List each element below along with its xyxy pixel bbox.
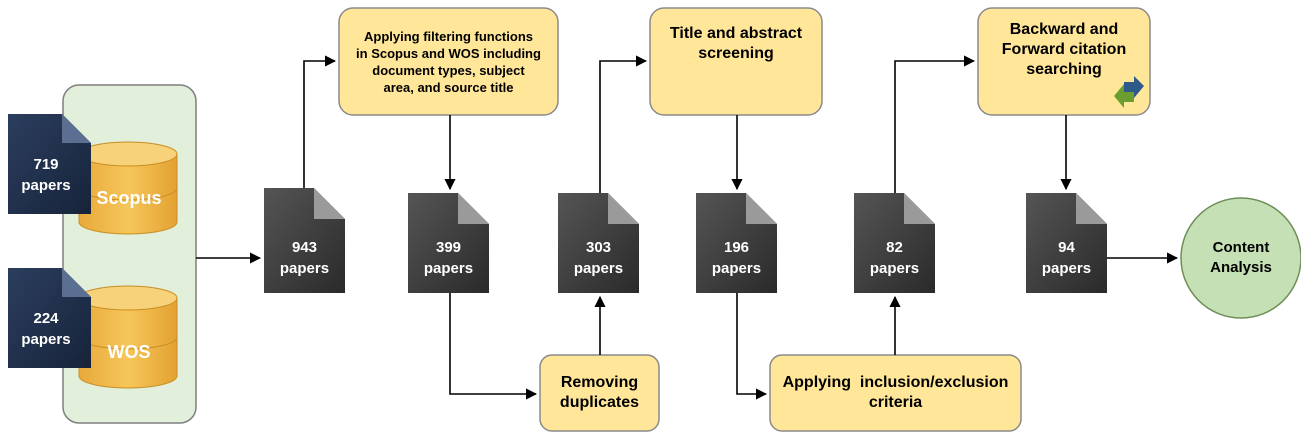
citation-search-step-label: Backward and Forward citation searching	[1001, 21, 1127, 78]
remove-duplicates-step-label: Removing duplicates	[559, 374, 640, 411]
document-icon	[8, 268, 91, 368]
arrow-196-to-inclusion	[736, 293, 768, 400]
content-analysis-circle	[1180, 197, 1301, 319]
document-icon	[8, 114, 91, 214]
wos-database-label: WOS	[107, 341, 151, 362]
database-cylinder-icon	[78, 285, 178, 389]
document-icon	[696, 193, 777, 293]
citation-search-step-box	[977, 7, 1151, 116]
arrow-303-to-screening	[599, 55, 648, 193]
arrow-82-to-citation	[894, 55, 976, 193]
content-analysis-label: Content Analysis	[1210, 239, 1272, 276]
scopus-database-label: Scopus	[96, 187, 162, 208]
document-icon	[854, 193, 935, 293]
flow-arrows	[196, 55, 1179, 400]
arrow-943-to-filtering	[303, 55, 337, 188]
document-icon	[558, 193, 639, 293]
document-icon	[408, 193, 489, 293]
title-screening-step-box	[649, 7, 823, 116]
filtering-step-label: Applying filtering functions in Scopus a…	[356, 28, 541, 95]
title-screening-step-label: Title and abstract screening	[669, 25, 803, 62]
document-icon	[264, 188, 345, 293]
inclusion-criteria-step-label: Applying inclusion/exclusion criteria	[782, 374, 1009, 411]
document-icon	[1026, 193, 1107, 293]
arrow-399-to-duplicates	[449, 293, 538, 400]
database-cylinder-icon	[78, 141, 178, 235]
recycle-arrows-icon	[1114, 76, 1144, 108]
filtering-step-box	[338, 7, 559, 116]
